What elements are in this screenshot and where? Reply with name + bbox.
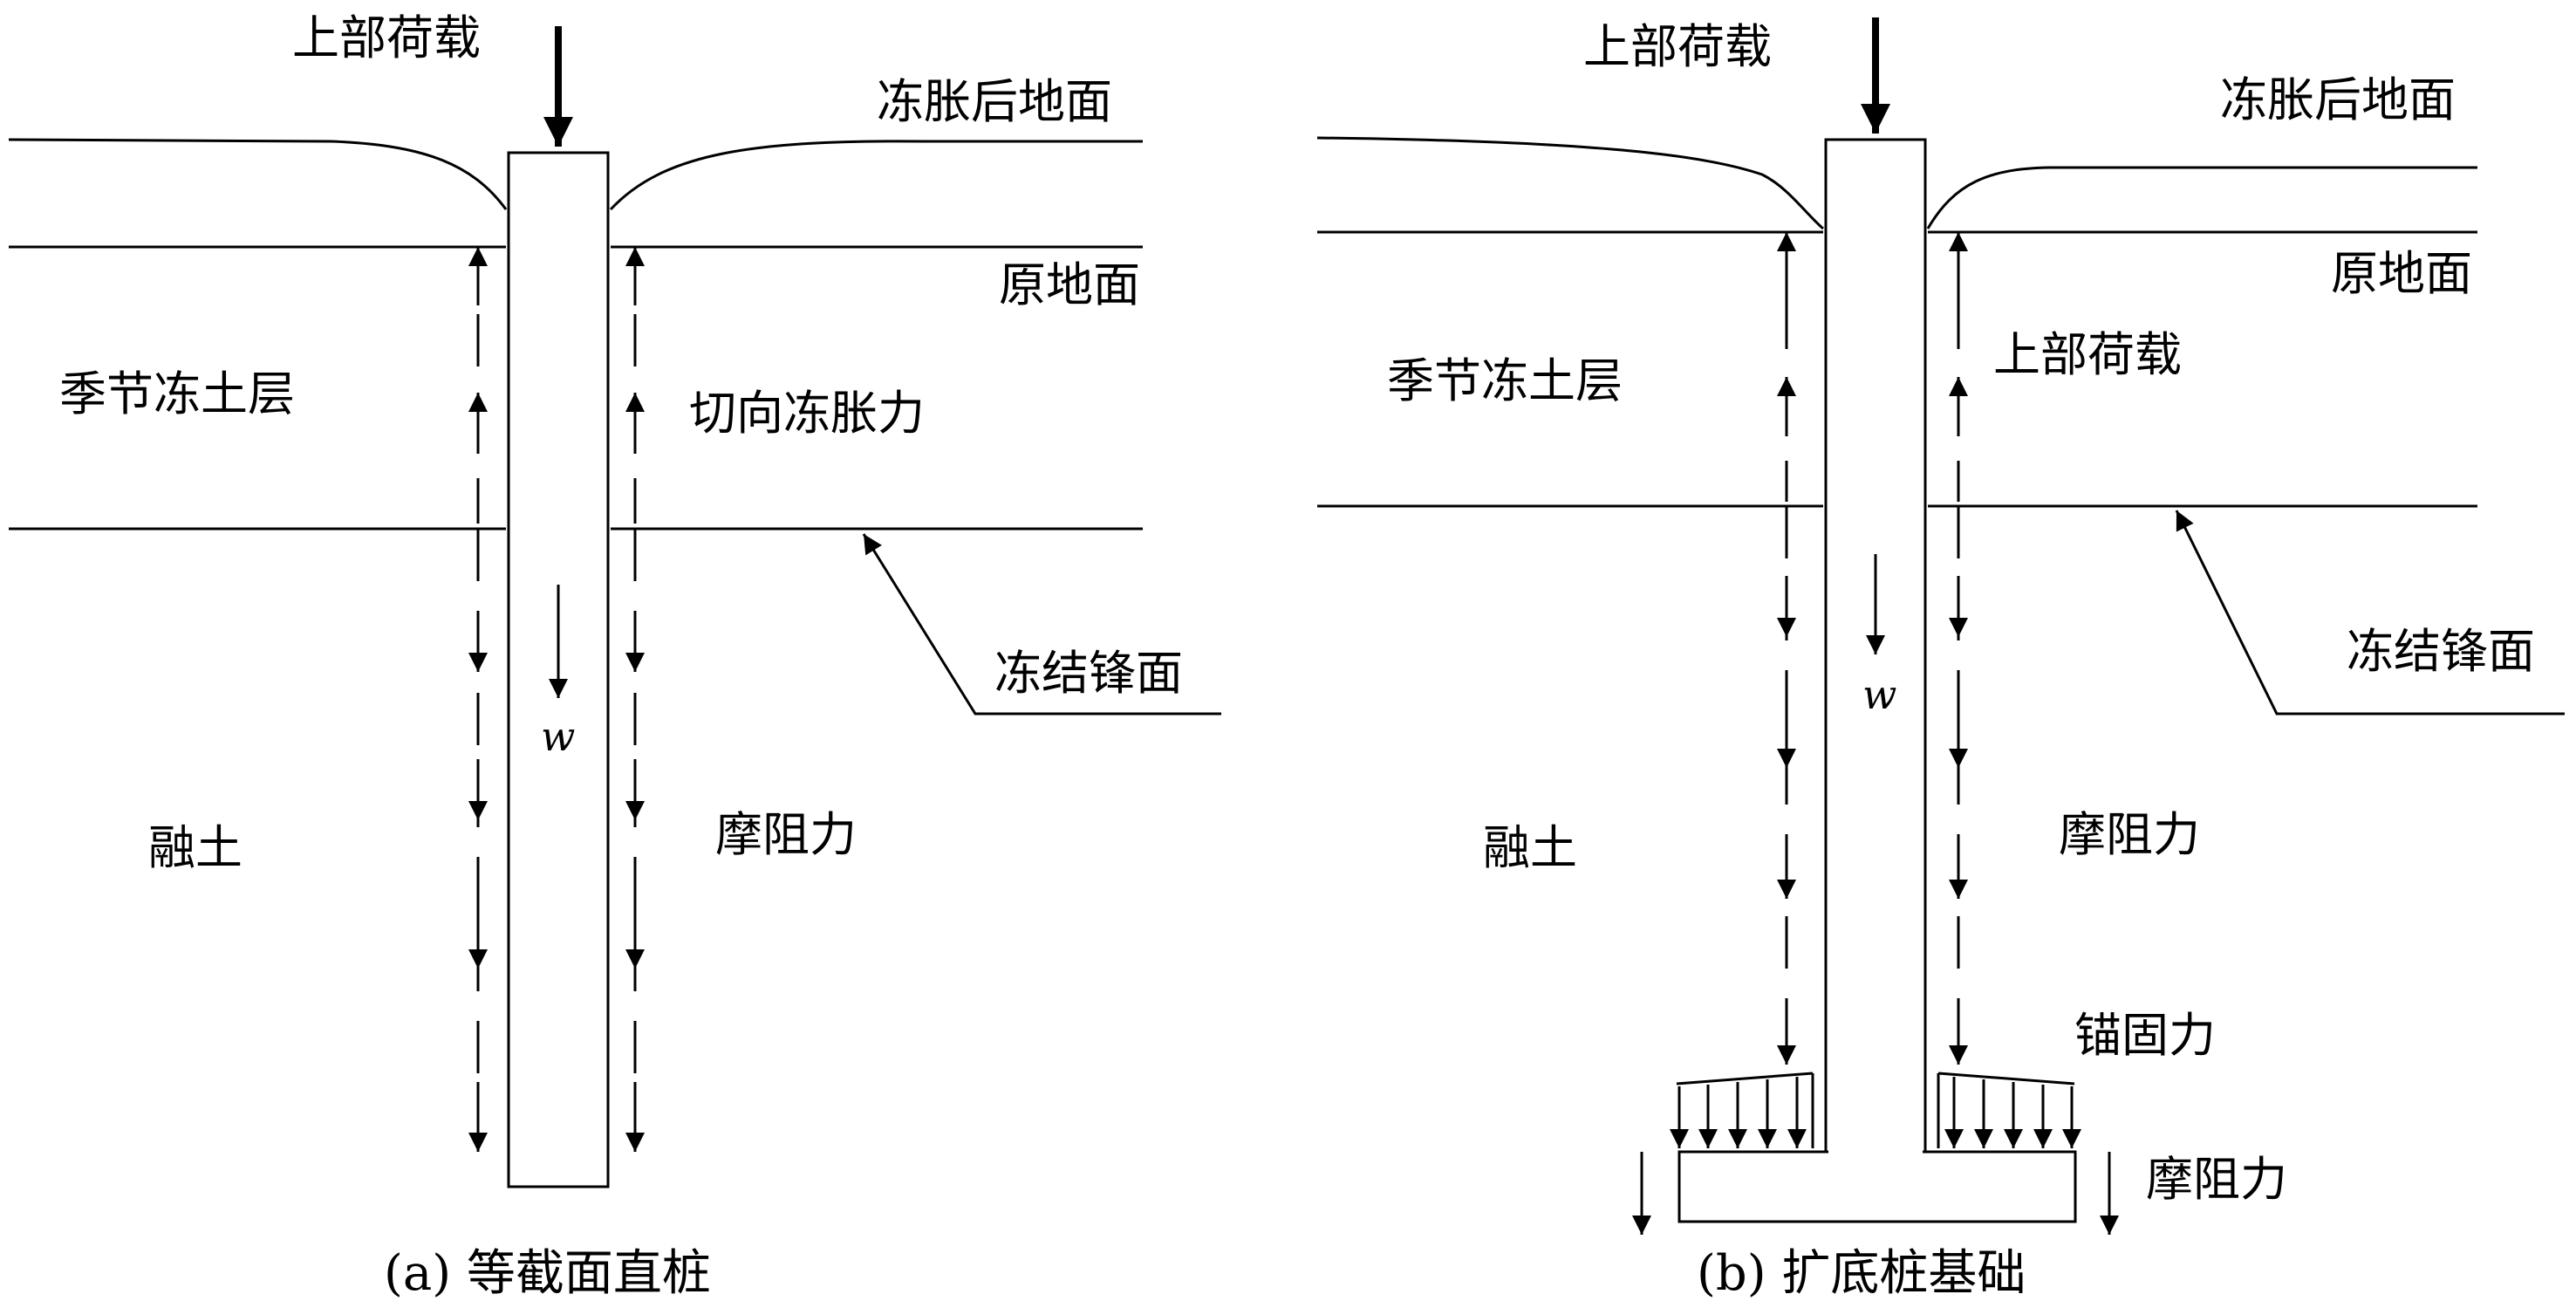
heave-ground-label-b: 冻胀后地面 — [2220, 72, 2456, 127]
weight-label-b: w — [1862, 671, 1896, 718]
side-load-label-b: 上部荷载 — [1993, 327, 2182, 382]
seasonal-layer-label-b: 季节冻土层 — [1387, 353, 1623, 408]
panel-a: 上部荷载 冻胀后地面 原地面 季节冻土层 切向冻胀力 冻结锋面 w 融土 摩阻力… — [8, 10, 1221, 1302]
seasonal-layer-label-a: 季节冻土层 — [59, 366, 295, 421]
thawed-soil-label-b: 融土 — [1483, 820, 1577, 875]
original-ground-label-a: 原地面 — [999, 257, 1140, 312]
base-friction-label-b: 摩阻力 — [2146, 1152, 2287, 1207]
top-load-label-a: 上部荷载 — [292, 10, 481, 65]
friction-label-a: 摩阻力 — [715, 807, 857, 862]
heave-ground-line-a — [8, 138, 1143, 211]
freezing-front-leader-b — [2175, 510, 2565, 716]
caption-b: (b) 扩底桩基础 — [1697, 1245, 2026, 1302]
anchor-arrows-right-b — [1937, 1072, 2081, 1148]
caption-a: (a) 等截面直桩 — [384, 1245, 711, 1302]
heave-ground-label-a: 冻胀后地面 — [877, 74, 1112, 129]
top-load-label-b: 上部荷载 — [1583, 19, 1772, 74]
friction-label-b: 摩阻力 — [2059, 807, 2200, 862]
freezing-front-label-b: 冻结锋面 — [2347, 624, 2535, 679]
pile-base-b — [1677, 1150, 2077, 1223]
freezing-front-label-a: 冻结锋面 — [994, 646, 1183, 701]
tangential-force-label-a: 切向冻胀力 — [689, 386, 925, 441]
heave-ground-line-b — [1316, 136, 2477, 230]
freezing-front-leader-a — [862, 533, 1221, 716]
anchor-force-label-b: 锚固力 — [2074, 1008, 2216, 1063]
anchor-arrows-left-b — [1670, 1072, 1814, 1148]
panel-b: 上部荷载 冻胀后地面 原地面 季节冻土层 上部荷载 冻结锋面 w 融土 摩阻力 … — [1316, 17, 2565, 1302]
thawed-soil-label-a: 融土 — [148, 820, 243, 875]
original-ground-label-b: 原地面 — [2331, 246, 2472, 301]
pile-a — [507, 151, 610, 1188]
weight-label-a: w — [541, 713, 575, 760]
